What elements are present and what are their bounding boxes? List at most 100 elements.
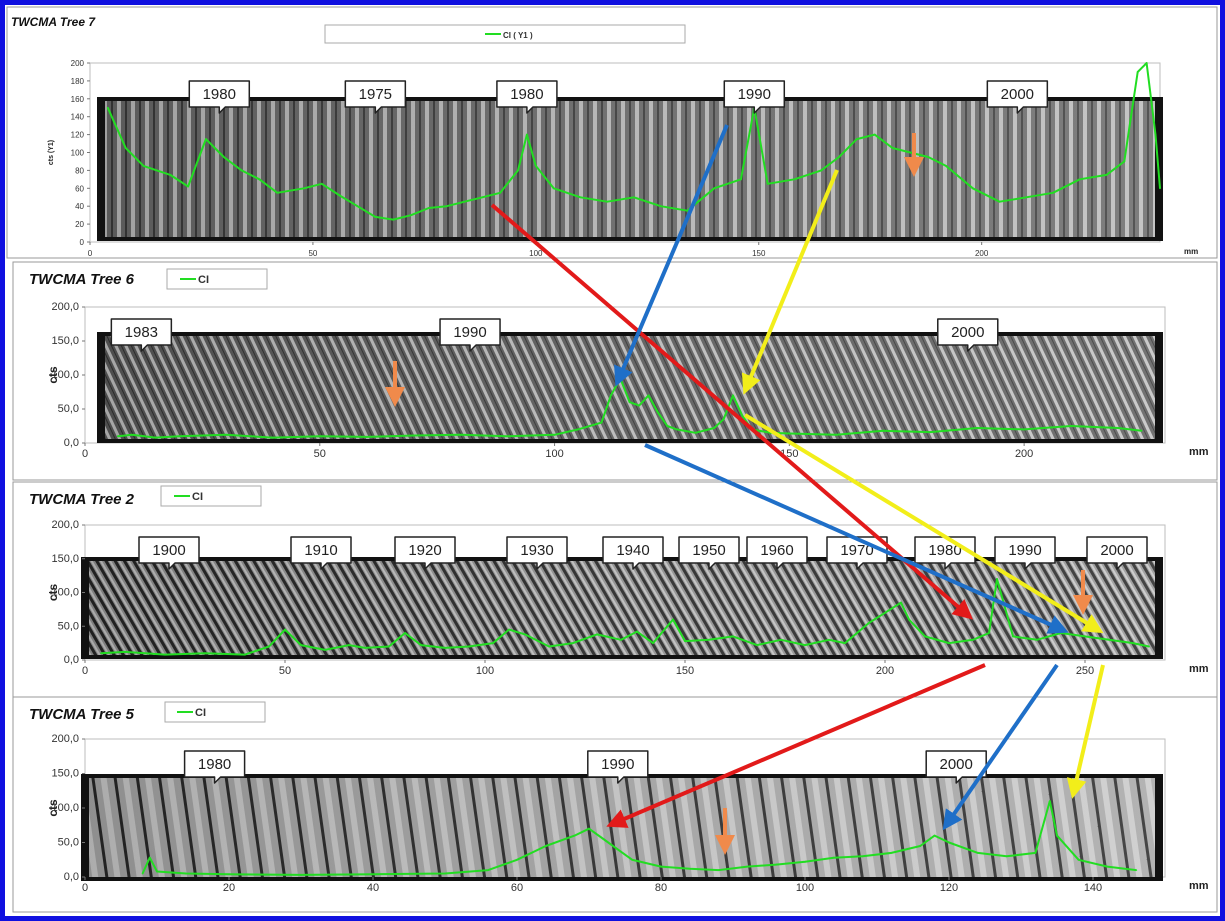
y-tick-label: 200,0 — [51, 301, 79, 313]
ci-data-point — [1140, 429, 1143, 432]
ci-data-point — [688, 867, 691, 870]
correlation-arrow — [743, 413, 1104, 634]
ci-data-point — [544, 845, 547, 847]
year-callout-label: 1930 — [520, 542, 553, 559]
ci-data-point — [156, 870, 158, 873]
y-tick-label: 100,0 — [51, 587, 79, 599]
panel-title: TWCMA Tree 5 — [29, 706, 135, 723]
ci-data-point — [356, 205, 359, 208]
ci-data-point — [320, 182, 323, 185]
ci-data-point — [148, 856, 151, 859]
ci-data-point — [1145, 62, 1148, 64]
y-tick-label: 60 — [75, 184, 84, 193]
ci-data-point — [868, 621, 870, 624]
year-callout-label: 1900 — [152, 542, 185, 559]
year-callout-box — [506, 536, 568, 570]
ci-data-point — [1048, 800, 1051, 802]
ci-data-point — [971, 187, 974, 190]
ci-data-point — [1117, 427, 1119, 429]
ci-data-point — [169, 173, 172, 176]
legend-box — [160, 485, 262, 507]
ci-data-point — [606, 200, 609, 203]
ci-data-point — [224, 433, 227, 436]
x-tick-label: 0 — [88, 249, 93, 258]
ci-data-point — [1005, 855, 1008, 858]
y-axis-label: cts (Y1) — [48, 140, 55, 165]
ci-data-point — [276, 191, 279, 194]
y-tick-label: 0,0 — [64, 437, 79, 449]
x-tick-label: 100 — [476, 665, 494, 677]
ci-data-point — [1148, 645, 1150, 648]
year-callout-box — [602, 536, 664, 570]
ci-data-point — [713, 187, 716, 190]
ci-data-point — [1012, 635, 1014, 638]
ci-data-point — [412, 434, 415, 437]
y-tick-label: 100 — [71, 149, 85, 158]
year-callout-label: 1980 — [510, 86, 543, 103]
ci-data-point — [300, 874, 302, 876]
year-callout: 1983 — [110, 318, 173, 352]
ci-data-point — [656, 411, 659, 414]
ci-data-point — [1078, 178, 1081, 181]
x-tick-label: 60 — [511, 882, 523, 894]
y-tick-label: 80 — [75, 166, 84, 175]
year-callout-box — [937, 318, 999, 352]
wood-core-shading — [89, 561, 1155, 655]
ci-data-point — [1132, 642, 1134, 645]
ci-series-line — [117, 377, 1142, 439]
year-callout: 1940 — [602, 536, 664, 570]
x-tick-label: 200 — [1015, 448, 1033, 460]
x-tick-label: 0 — [82, 882, 88, 894]
year-callout-box — [587, 750, 649, 784]
year-callout-label: 1990 — [1008, 542, 1041, 559]
ci-data-point — [1084, 635, 1086, 638]
ci-data-point — [1136, 71, 1139, 73]
y-tick-label: 200,0 — [51, 733, 79, 745]
ci-data-point — [577, 428, 579, 431]
ci-data-point — [1159, 187, 1161, 190]
ci-data-point — [124, 651, 126, 653]
year-callout-box — [439, 318, 501, 352]
year-callout-box — [678, 536, 740, 570]
ci-data-point — [900, 601, 902, 604]
ci-data-point — [124, 147, 127, 149]
ci-data-point — [244, 653, 246, 656]
ci-data-point — [927, 156, 930, 158]
chart-panel-1: TWCMA Tree 7CI ( Y1 )0204060801001201401… — [6, 6, 1218, 259]
year-callout-label: 1990 — [738, 86, 771, 103]
ci-data-point — [240, 169, 243, 172]
year-callout: 1990 — [723, 80, 786, 114]
year-callout-label: 2000 — [1001, 86, 1034, 103]
x-tick-label: 50 — [314, 448, 326, 460]
year-callout-box — [110, 318, 173, 352]
ci-data-point — [459, 433, 462, 436]
ci-data-point — [487, 869, 490, 871]
ci-data-point — [890, 851, 893, 854]
ci-data-point — [1135, 869, 1138, 871]
x-tick-label: 40 — [367, 882, 379, 894]
ci-data-point — [775, 863, 778, 866]
ci-data-point — [116, 435, 119, 438]
ci-data-point — [610, 394, 612, 397]
year-callout: 2000 — [1086, 536, 1148, 570]
y-tick-label: 0 — [80, 238, 85, 247]
wood-core-shading — [89, 778, 1155, 877]
ci-data-point — [187, 185, 189, 188]
ci-data-point — [548, 645, 550, 648]
year-callout-label: 1970 — [840, 542, 873, 559]
y-tick-label: 50,0 — [58, 837, 79, 849]
ci-data-point — [348, 644, 350, 647]
year-callout-label: 1940 — [616, 542, 649, 559]
y-tick-label: 0,0 — [64, 871, 79, 883]
ci-data-point — [884, 611, 886, 614]
year-callout-label: 1960 — [760, 542, 793, 559]
ci-data-point — [652, 642, 654, 645]
ci-data-point — [228, 873, 230, 876]
ci-data-point — [164, 653, 166, 656]
ci-data-point — [427, 207, 430, 209]
ci-data-point — [948, 841, 950, 844]
x-tick-label: 20 — [223, 882, 235, 894]
x-tick-label: 80 — [655, 882, 667, 894]
panel-title: TWCMA Tree 7 — [11, 15, 96, 29]
